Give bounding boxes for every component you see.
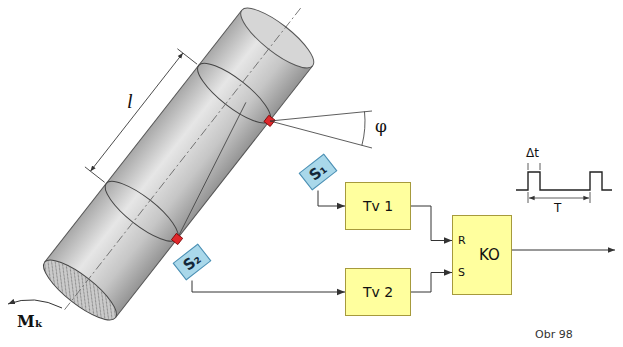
block-label: Tv 1 [363, 198, 393, 214]
signal-wire [411, 206, 452, 241]
pin-label: S [458, 266, 465, 279]
block-label: KO [479, 246, 500, 264]
period-label: T [553, 201, 562, 215]
angle-label: φ [374, 116, 388, 136]
shaper-block: Tv 2 [345, 268, 411, 316]
length-label: l [126, 90, 134, 113]
pin-label: R [458, 234, 466, 247]
pulse-width-label: Δt [525, 146, 540, 160]
block-label: S₂ [180, 250, 205, 275]
sensor-box: S₁ [299, 153, 338, 190]
torque-label: Mₖ [16, 312, 44, 331]
block-label: S₁ [306, 160, 331, 185]
flipflop-block: KO R S [452, 215, 512, 295]
block-label: Tv 2 [363, 284, 393, 300]
signal-wire [411, 273, 452, 293]
signal-wire [192, 281, 345, 292]
shaper-block: Tv 1 [345, 182, 411, 230]
figure-caption: Obr 98 [534, 328, 574, 341]
sensor-box: S₂ [173, 243, 212, 280]
signal-wire [318, 191, 345, 206]
